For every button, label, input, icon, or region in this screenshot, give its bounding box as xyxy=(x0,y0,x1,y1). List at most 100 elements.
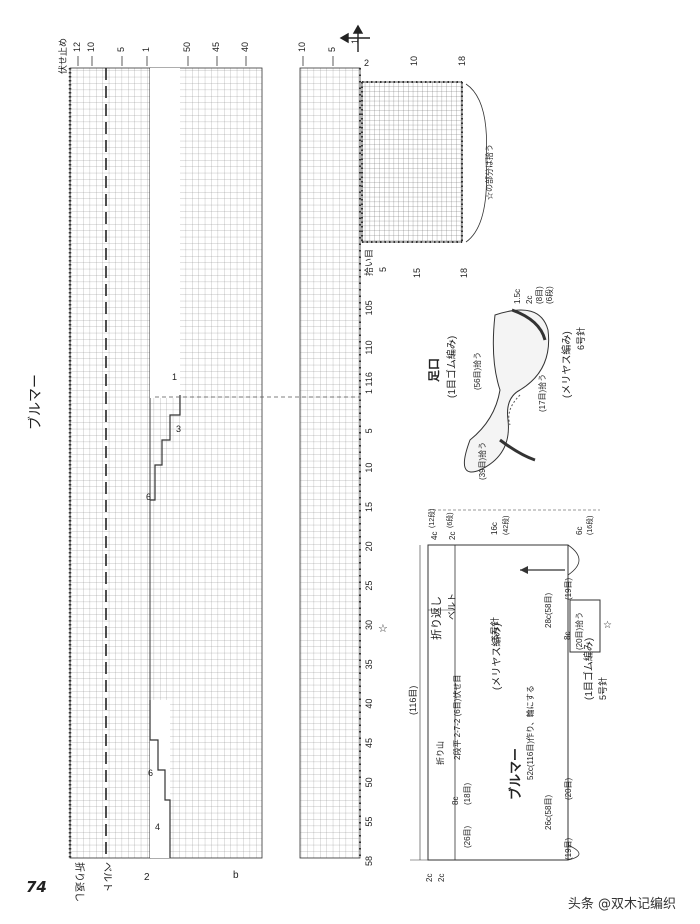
row-number: 45 xyxy=(364,738,374,748)
body-side: (19目) xyxy=(564,837,573,860)
top-measure: (16段) xyxy=(585,516,594,535)
body-center-measure: 52c(116目)作り、輪にする xyxy=(525,685,535,780)
page-number: 74 xyxy=(26,878,47,896)
row-number: 5 xyxy=(364,428,374,433)
main-chart xyxy=(68,67,361,859)
body-side: (18目) xyxy=(463,782,472,805)
row-number: 1 116 xyxy=(364,372,374,394)
body-side: 26c(58目) xyxy=(544,795,553,830)
body-schematic xyxy=(410,509,601,861)
row-number: 20 xyxy=(364,541,374,551)
bottom-left-measure: 2c xyxy=(437,874,446,882)
foot-label: 2c xyxy=(525,296,534,304)
row-number: 50 xyxy=(364,777,374,787)
top-measure: 16c xyxy=(490,522,499,535)
top-label: 5 xyxy=(327,47,337,52)
top-measure: (12段) xyxy=(427,509,436,528)
chart-notch-lower xyxy=(150,700,170,858)
row-number: 110 xyxy=(364,340,374,354)
row-number: 10 xyxy=(364,463,374,473)
body-belt: ベルト xyxy=(447,593,457,620)
body-side: 28c(58目) xyxy=(544,593,553,628)
foot-needle: 6号針 xyxy=(575,327,586,350)
gusset-label: 10 xyxy=(409,56,419,66)
top-label: 10 xyxy=(86,42,96,52)
top-label: 2 xyxy=(364,58,369,68)
watermark: 头条 @双木记编织 xyxy=(567,897,676,912)
rib-needle: 5号針 xyxy=(597,677,608,700)
body-decrease: 2段平 2-7-2 (6目)伏せ目 xyxy=(452,675,462,760)
top-arrows xyxy=(77,56,334,66)
left-labels: 折り返し ベルト 2 b 4 6 3 6 1 ☆ xyxy=(73,372,388,902)
gusset-label: 15 xyxy=(412,268,422,278)
row-number: 25 xyxy=(364,581,374,591)
gusset-chart xyxy=(361,81,463,243)
body-fold: 折り返し xyxy=(429,596,443,640)
row-number: 58 xyxy=(364,856,374,866)
top-label: 45 xyxy=(211,42,221,52)
top-label: 10 xyxy=(297,42,307,52)
gusset-label: 5 xyxy=(378,267,388,272)
star-mark: ☆ xyxy=(378,623,388,635)
foot-opening-diagram xyxy=(463,308,550,473)
gusset-measure: 8c xyxy=(563,632,572,640)
top-measure: 6c xyxy=(575,527,584,535)
rib-note: (1目ゴム編み) xyxy=(582,638,595,700)
gusset-label: 18 xyxy=(459,268,469,278)
foot-labels: 足口 (1目ゴム編み) (メリヤス編み) 6号針 (56目)拾う (39目)拾う… xyxy=(427,286,586,480)
chart-notch-upper xyxy=(150,68,180,398)
body-needle: 6号針 xyxy=(489,617,500,640)
decrease-steps-upper xyxy=(150,395,181,501)
gusset-label: 18 xyxy=(457,56,467,66)
foot-label: (6段) xyxy=(544,286,554,304)
body-title: ブルマー xyxy=(508,748,523,800)
body-count: (116目) xyxy=(408,686,418,715)
chart-block-left xyxy=(69,67,151,859)
foot-label: (8目) xyxy=(535,286,544,304)
body-foldline: 折り山 xyxy=(435,741,445,765)
top-label: 40 xyxy=(240,42,250,52)
foot-label: (17目)拾う xyxy=(537,374,547,412)
bottom-b: b xyxy=(233,870,239,881)
top-label: 1 xyxy=(350,39,360,44)
gusset-measure: (20目)拾う xyxy=(574,612,584,650)
foot-stitch: (メリヤス編み) xyxy=(560,331,573,398)
top-label: 5 xyxy=(116,47,126,52)
step-3: 3 xyxy=(176,424,181,434)
gusset-brace xyxy=(465,83,487,243)
step-6b: 6 xyxy=(146,492,151,502)
row-number: 30 xyxy=(364,620,374,630)
body-labels: ブルマー (メリヤス編み) 6号針 (1目ゴム編み) 5号針 折り返し ベルト … xyxy=(408,509,612,882)
step-6: 6 xyxy=(148,768,153,778)
foot-label: 1.5c xyxy=(513,289,522,304)
body-side: (20目) xyxy=(564,777,573,800)
decrease-steps-lower xyxy=(149,700,171,858)
top-measure: (6段) xyxy=(445,512,454,528)
row-number: 105 xyxy=(364,300,374,315)
foot-shape xyxy=(463,309,550,473)
gusset-labels: 10 18 15 18 5 ☆の部分は拾う xyxy=(378,56,494,278)
belt-label: ベルト xyxy=(101,862,113,892)
foot-label: (39目)拾う xyxy=(477,442,487,480)
bottom-2: 2 xyxy=(144,872,150,883)
row-number: 35 xyxy=(364,659,374,669)
body-outline xyxy=(427,544,569,861)
gusset-piece xyxy=(569,599,601,653)
body-stitch: (メリヤス編み) xyxy=(490,623,503,690)
top-label-bind-off: 伏せ止め xyxy=(57,38,68,74)
top-label: 12 xyxy=(72,42,82,52)
top-label: 1 xyxy=(141,47,151,52)
top-measure: 4c xyxy=(430,532,439,540)
row-number: 15 xyxy=(364,502,374,512)
body-side: (26目) xyxy=(463,825,472,848)
body-side: 8c xyxy=(451,797,460,805)
step-4: 4 xyxy=(155,822,160,832)
gusset-note: ☆の部分は拾う xyxy=(484,144,494,200)
top-column-labels: 伏せ止め 12 10 5 1 50 45 40 10 5 1 2 xyxy=(57,38,369,74)
foot-label: (56目)拾う xyxy=(472,352,482,390)
gusset-star: ☆ xyxy=(603,620,612,631)
top-measure: (42段) xyxy=(501,516,510,535)
direction-arrow-icon xyxy=(339,24,370,52)
